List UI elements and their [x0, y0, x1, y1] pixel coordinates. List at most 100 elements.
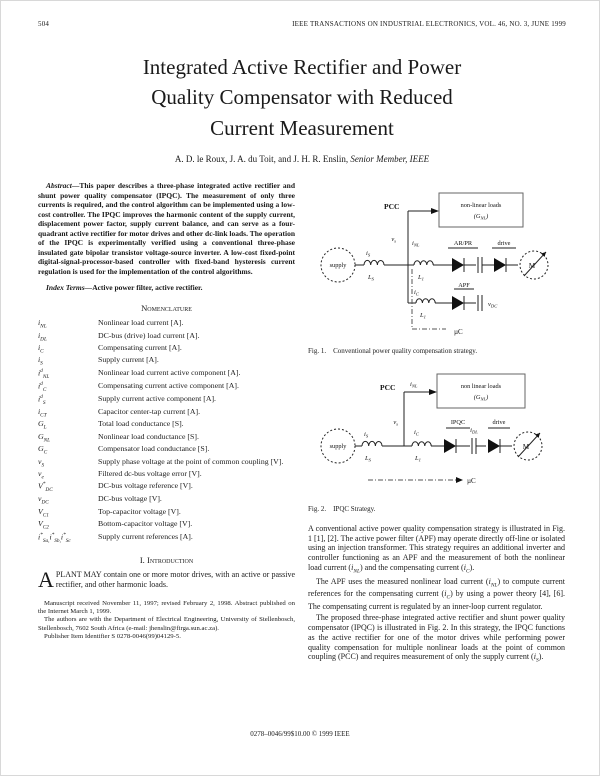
figure-2-caption: Fig. 2.IPQC Strategy. — [308, 505, 376, 514]
compensating-current-label: iC — [414, 289, 420, 297]
nomenclature-row: idS Supply current active component [A]. — [38, 393, 217, 406]
apf-diode — [452, 296, 464, 311]
nonlinear-current-label: iNL — [410, 381, 418, 389]
title-line: Integrated Active Rectifier and Power — [142, 55, 462, 79]
author-membership: Senior Member, IEEE — [350, 154, 430, 165]
nomenclature-row: ve Filtered dc-bus voltage error [V]. — [38, 468, 202, 481]
nomenclature-row: VC1 Top-capacitor voltage [V]. — [38, 506, 181, 519]
two-column-body: Abstract—This paper describes a three-ph… — [38, 181, 566, 666]
nomenclature-row: iCT Capacitor center-tap current [A]. — [38, 406, 201, 419]
pcc-label: PCC — [384, 202, 399, 211]
body-paragraph-3: The proposed three-phase integrated acti… — [308, 613, 565, 664]
drive-diode — [488, 438, 500, 453]
nomenclature-heading: Nomenclature — [141, 302, 192, 313]
index-terms-lead: Index Terms— — [46, 283, 93, 293]
footnote-authors: The authors are with the Department of E… — [38, 616, 295, 632]
nonlinear-loads-box — [438, 192, 524, 228]
nomenclature-row: GNL Nonlinear load conductance [S]. — [38, 431, 199, 444]
motor-label: M — [523, 443, 530, 451]
index-terms-body: Active power filter, active rectifier. — [92, 283, 203, 293]
loads-label: non-linear loads — [461, 202, 502, 209]
nomenclature-row: iS Supply current [A]. — [38, 355, 159, 367]
footnote-block: Manuscript received November 11, 1997; r… — [38, 600, 295, 642]
nomenclature-row: GC Compensator load conductance [S]. — [38, 444, 210, 456]
arrow-to-loads — [429, 388, 437, 395]
left-column: Abstract—This paper describes a three-ph… — [38, 181, 295, 666]
dc-voltage-label: vDC — [488, 301, 498, 309]
nonlinear-loads-box — [436, 373, 526, 409]
supply-voltage-label: vs — [391, 236, 396, 244]
running-head: 504 IEEE TRANSACTIONS ON INDUSTRIAL ELEC… — [38, 20, 566, 28]
nomenclature-list: iNL Nonlinear load current [A]. iDL DC-b… — [38, 318, 295, 545]
supply-inductance-label: LS — [367, 274, 375, 282]
nomenclature-row: GL Total load conductance [S]. — [38, 419, 184, 431]
inductor2-label: L1 — [419, 312, 426, 320]
supply-voltage-label: vs — [393, 419, 398, 427]
motor-label: M — [529, 262, 536, 270]
motor-arrowhead — [541, 252, 546, 258]
nomenclature-row: idC Compensating current active componen… — [38, 380, 239, 393]
motor-symbol — [519, 250, 549, 280]
nomenclature-row: vDC DC-bus voltage [V]. — [38, 494, 162, 506]
ipqc-diode — [444, 438, 456, 453]
nomenclature-row: iDL DC-bus (drive) load current [A]. — [38, 330, 200, 343]
drive-label: drive — [498, 240, 511, 247]
supply-inductor — [361, 440, 383, 446]
abstract-lead: Abstract— — [46, 181, 80, 191]
abstract-body: This paper describes a three-phase integ… — [38, 181, 295, 276]
introduction-heading: I. Introduction — [139, 554, 194, 565]
inverter-diode — [494, 258, 506, 273]
filter-inductor — [411, 440, 432, 446]
nomenclature-row: vS Supply phase voltage at the point of … — [38, 456, 284, 469]
title-line: Current Measurement — [210, 115, 394, 140]
author-line: A. D. le Roux, J. A. du Toit, and J. H. … — [38, 154, 566, 164]
ar-pr-label: AR/PR — [454, 240, 473, 247]
drive-label: drive — [493, 419, 506, 426]
compensating-current-label: iC — [414, 429, 420, 437]
supply-inductor — [363, 260, 385, 266]
nomenclature-row: iNL Nonlinear load current [A]. — [38, 318, 184, 330]
uc-arrowhead — [456, 476, 463, 483]
footnote-publisher: Publisher Item Identifier S 0278-0046(99… — [44, 633, 181, 641]
figure-2: PCC iNL non linear loads (GNL) supply iS… — [308, 366, 565, 514]
supply-label: supply — [330, 443, 348, 450]
dropcap: A — [38, 567, 54, 593]
footnote-manuscript: Manuscript received November 11, 1997; r… — [38, 599, 295, 616]
abstract: Abstract—This paper describes a three-ph… — [38, 181, 295, 276]
microcontroller-label: µC — [467, 477, 476, 485]
microcontroller-label: µC — [454, 328, 463, 336]
index-terms: Index Terms—Active power filter, active … — [38, 283, 295, 292]
nomenclature-row: i*Sa,i*Sb,i*Sc Supply current references… — [38, 531, 193, 544]
loads-conductance-label: (GNL) — [474, 394, 488, 402]
figure-1: PCC non-linear loads (GNL) supply iS LS … — [308, 181, 565, 355]
motor-arrowhead — [535, 432, 540, 438]
page-number: 504 — [38, 20, 50, 28]
figure-1-caption: Fig. 1.Conventional power quality compen… — [308, 347, 478, 356]
dc-load-current-label: iDL — [470, 427, 478, 435]
copyright-footer: 0278–0046/99$10.00 © 1999 IEEE — [250, 730, 350, 738]
right-column: PCC non-linear loads (GNL) supply iS LS … — [308, 181, 565, 666]
title-line: Quality Compensator with Reduced — [151, 85, 453, 110]
filter-inductor-top — [413, 260, 434, 266]
nomenclature-row: idNL Nonlinear load current active compo… — [38, 367, 241, 380]
supply-label: supply — [330, 262, 348, 269]
journal-title: IEEE TRANSACTIONS ON INDUSTRIAL ELECTRON… — [292, 20, 566, 28]
body-paragraph-2: The APF uses the measured nonlinear load… — [308, 577, 565, 611]
nomenclature-row: iC Compensating current [A]. — [38, 342, 182, 355]
figure-2-circuit-diagram: PCC iNL non linear loads (GNL) supply iS… — [320, 373, 543, 485]
loads-conductance-label: (GNL) — [474, 213, 488, 221]
pcc-label: PCC — [380, 383, 395, 392]
rectifier-diode — [452, 258, 464, 273]
apf-label: APF — [458, 282, 470, 289]
nonlinear-current-label: iNL — [412, 240, 420, 248]
supply-inductance-label: LS — [364, 455, 372, 463]
motor-symbol — [513, 431, 543, 461]
body-paragraph-1: A conventional active power quality comp… — [308, 523, 565, 575]
supply-current-label: iS — [366, 250, 371, 258]
loads-label: non linear loads — [461, 383, 502, 390]
supply-current-label: iS — [364, 431, 369, 439]
nomenclature-row: VC2 Bottom-capacitor voltage [V]. — [38, 519, 193, 531]
paper-title: Integrated Active Rectifier and Power Qu… — [38, 52, 566, 143]
